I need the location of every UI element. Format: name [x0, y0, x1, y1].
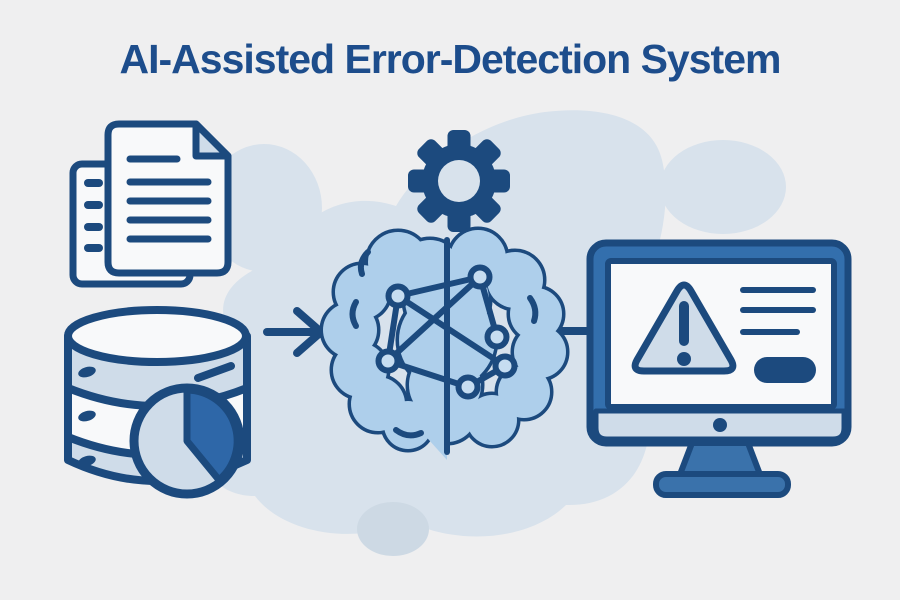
gear-icon [408, 130, 510, 232]
brain-stem [420, 412, 447, 460]
diagram-title: AI-Assisted Error-Detection System [119, 36, 782, 82]
folded-corner [192, 120, 232, 160]
document-text-lines [126, 155, 212, 243]
warning-triangle-icon [631, 281, 737, 375]
documents-icon [69, 120, 232, 288]
database-icon [64, 306, 251, 499]
monitor-base [653, 471, 791, 498]
monitor-icon [586, 239, 852, 498]
bottom-blob [357, 502, 429, 556]
db-top-ellipse [64, 306, 250, 366]
webcam-dot [713, 418, 727, 432]
top-right-blob [660, 140, 786, 234]
db-detail-dashes [78, 362, 235, 467]
action-pill [754, 357, 816, 383]
brain-fold-details [349, 249, 539, 439]
ai-brain-icon [319, 226, 570, 460]
pie-wedge [183, 386, 241, 484]
network-nodes [375, 264, 518, 400]
neural-network-icon [375, 264, 518, 400]
pie-chart-icon [129, 383, 245, 499]
alert-text-lines [740, 287, 816, 335]
back-document-tabs [84, 179, 103, 252]
monitor-screen [605, 258, 837, 410]
gear-hole [438, 160, 480, 202]
left-blob [206, 144, 322, 272]
exclamation-dot [677, 352, 691, 366]
